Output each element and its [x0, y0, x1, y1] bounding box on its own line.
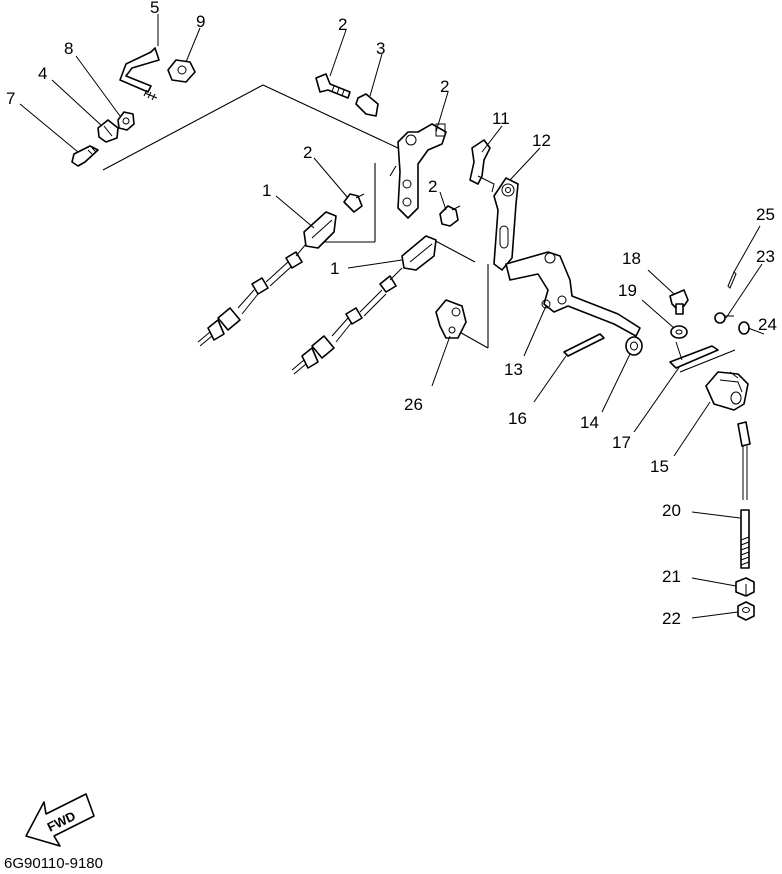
callout-25: 25	[756, 205, 775, 224]
callout-22: 22	[662, 609, 681, 628]
callout-12: 12	[532, 131, 551, 150]
catalog-code: 6G90110-9180	[4, 855, 103, 872]
callout-7: 7	[6, 89, 15, 108]
callout-3: 2	[440, 77, 449, 96]
callout-8: 8	[64, 39, 73, 58]
fwd-arrow-icon: FWD	[25, 793, 95, 847]
callout-5: 3	[376, 39, 385, 58]
part-4-bolt	[315, 73, 351, 99]
part-20-shift-rod	[737, 421, 751, 569]
callout-15: 15	[650, 457, 669, 476]
callout-labels: 5 9 8 4 7 2 3 2 2 1 2 1 11 12 13 16 14 2…	[6, 0, 777, 628]
callout-20: 20	[662, 501, 681, 520]
part-1-cable-joint-lower	[291, 235, 437, 375]
part-11-spring-clip	[469, 139, 495, 193]
part-10-link-rod	[119, 47, 160, 101]
part-5-collar	[355, 93, 379, 117]
part-7-ball-joint	[71, 145, 99, 167]
part-14-bushing	[625, 336, 643, 356]
callout-10: 5	[150, 0, 159, 17]
callout-23: 23	[756, 247, 775, 266]
part-8-nut	[117, 111, 135, 131]
part-26-bracket	[435, 299, 467, 339]
part-9-clip	[167, 59, 196, 83]
callout-21: 21	[662, 567, 681, 586]
callout-4: 2	[338, 15, 347, 34]
part-18-bolt	[669, 289, 689, 315]
callout-24: 24	[758, 315, 777, 334]
callout-14: 14	[580, 413, 599, 432]
callout-11: 11	[492, 109, 510, 128]
part-21-nut	[735, 577, 755, 597]
part-3-shift-lever	[397, 123, 447, 219]
callout-18: 18	[622, 249, 641, 268]
part-6-joint	[97, 119, 119, 143]
part-2-clip-upper	[343, 193, 365, 213]
part-12-shift-arm	[493, 177, 519, 271]
callout-9: 9	[196, 12, 205, 31]
part-25-cotter-pin	[727, 271, 737, 289]
callout-2-lower: 2	[428, 177, 437, 196]
callout-2-upper: 2	[303, 143, 312, 162]
part-1-cable-joint-upper	[197, 211, 337, 347]
callout-16: 16	[508, 409, 527, 428]
callout-26: 26	[404, 395, 423, 414]
callout-13: 13	[504, 360, 523, 379]
part-24-washer	[738, 321, 750, 335]
leader-lines	[19, 14, 765, 619]
callout-19: 19	[618, 281, 637, 300]
callout-17: 17	[612, 433, 631, 452]
callout-6: 4	[38, 64, 47, 83]
part-17-plate	[669, 341, 719, 369]
part-13-shift-shaft	[505, 251, 641, 337]
part-19-washer	[670, 325, 688, 339]
part-23-pin	[714, 312, 734, 324]
callout-1-upper: 1	[262, 181, 271, 200]
part-16-spring-pin	[563, 333, 605, 357]
part-22-nut	[737, 601, 755, 621]
callout-1-lower: 1	[330, 259, 339, 278]
part-2-clip-lower	[439, 205, 461, 227]
part-15-joint	[705, 371, 749, 411]
